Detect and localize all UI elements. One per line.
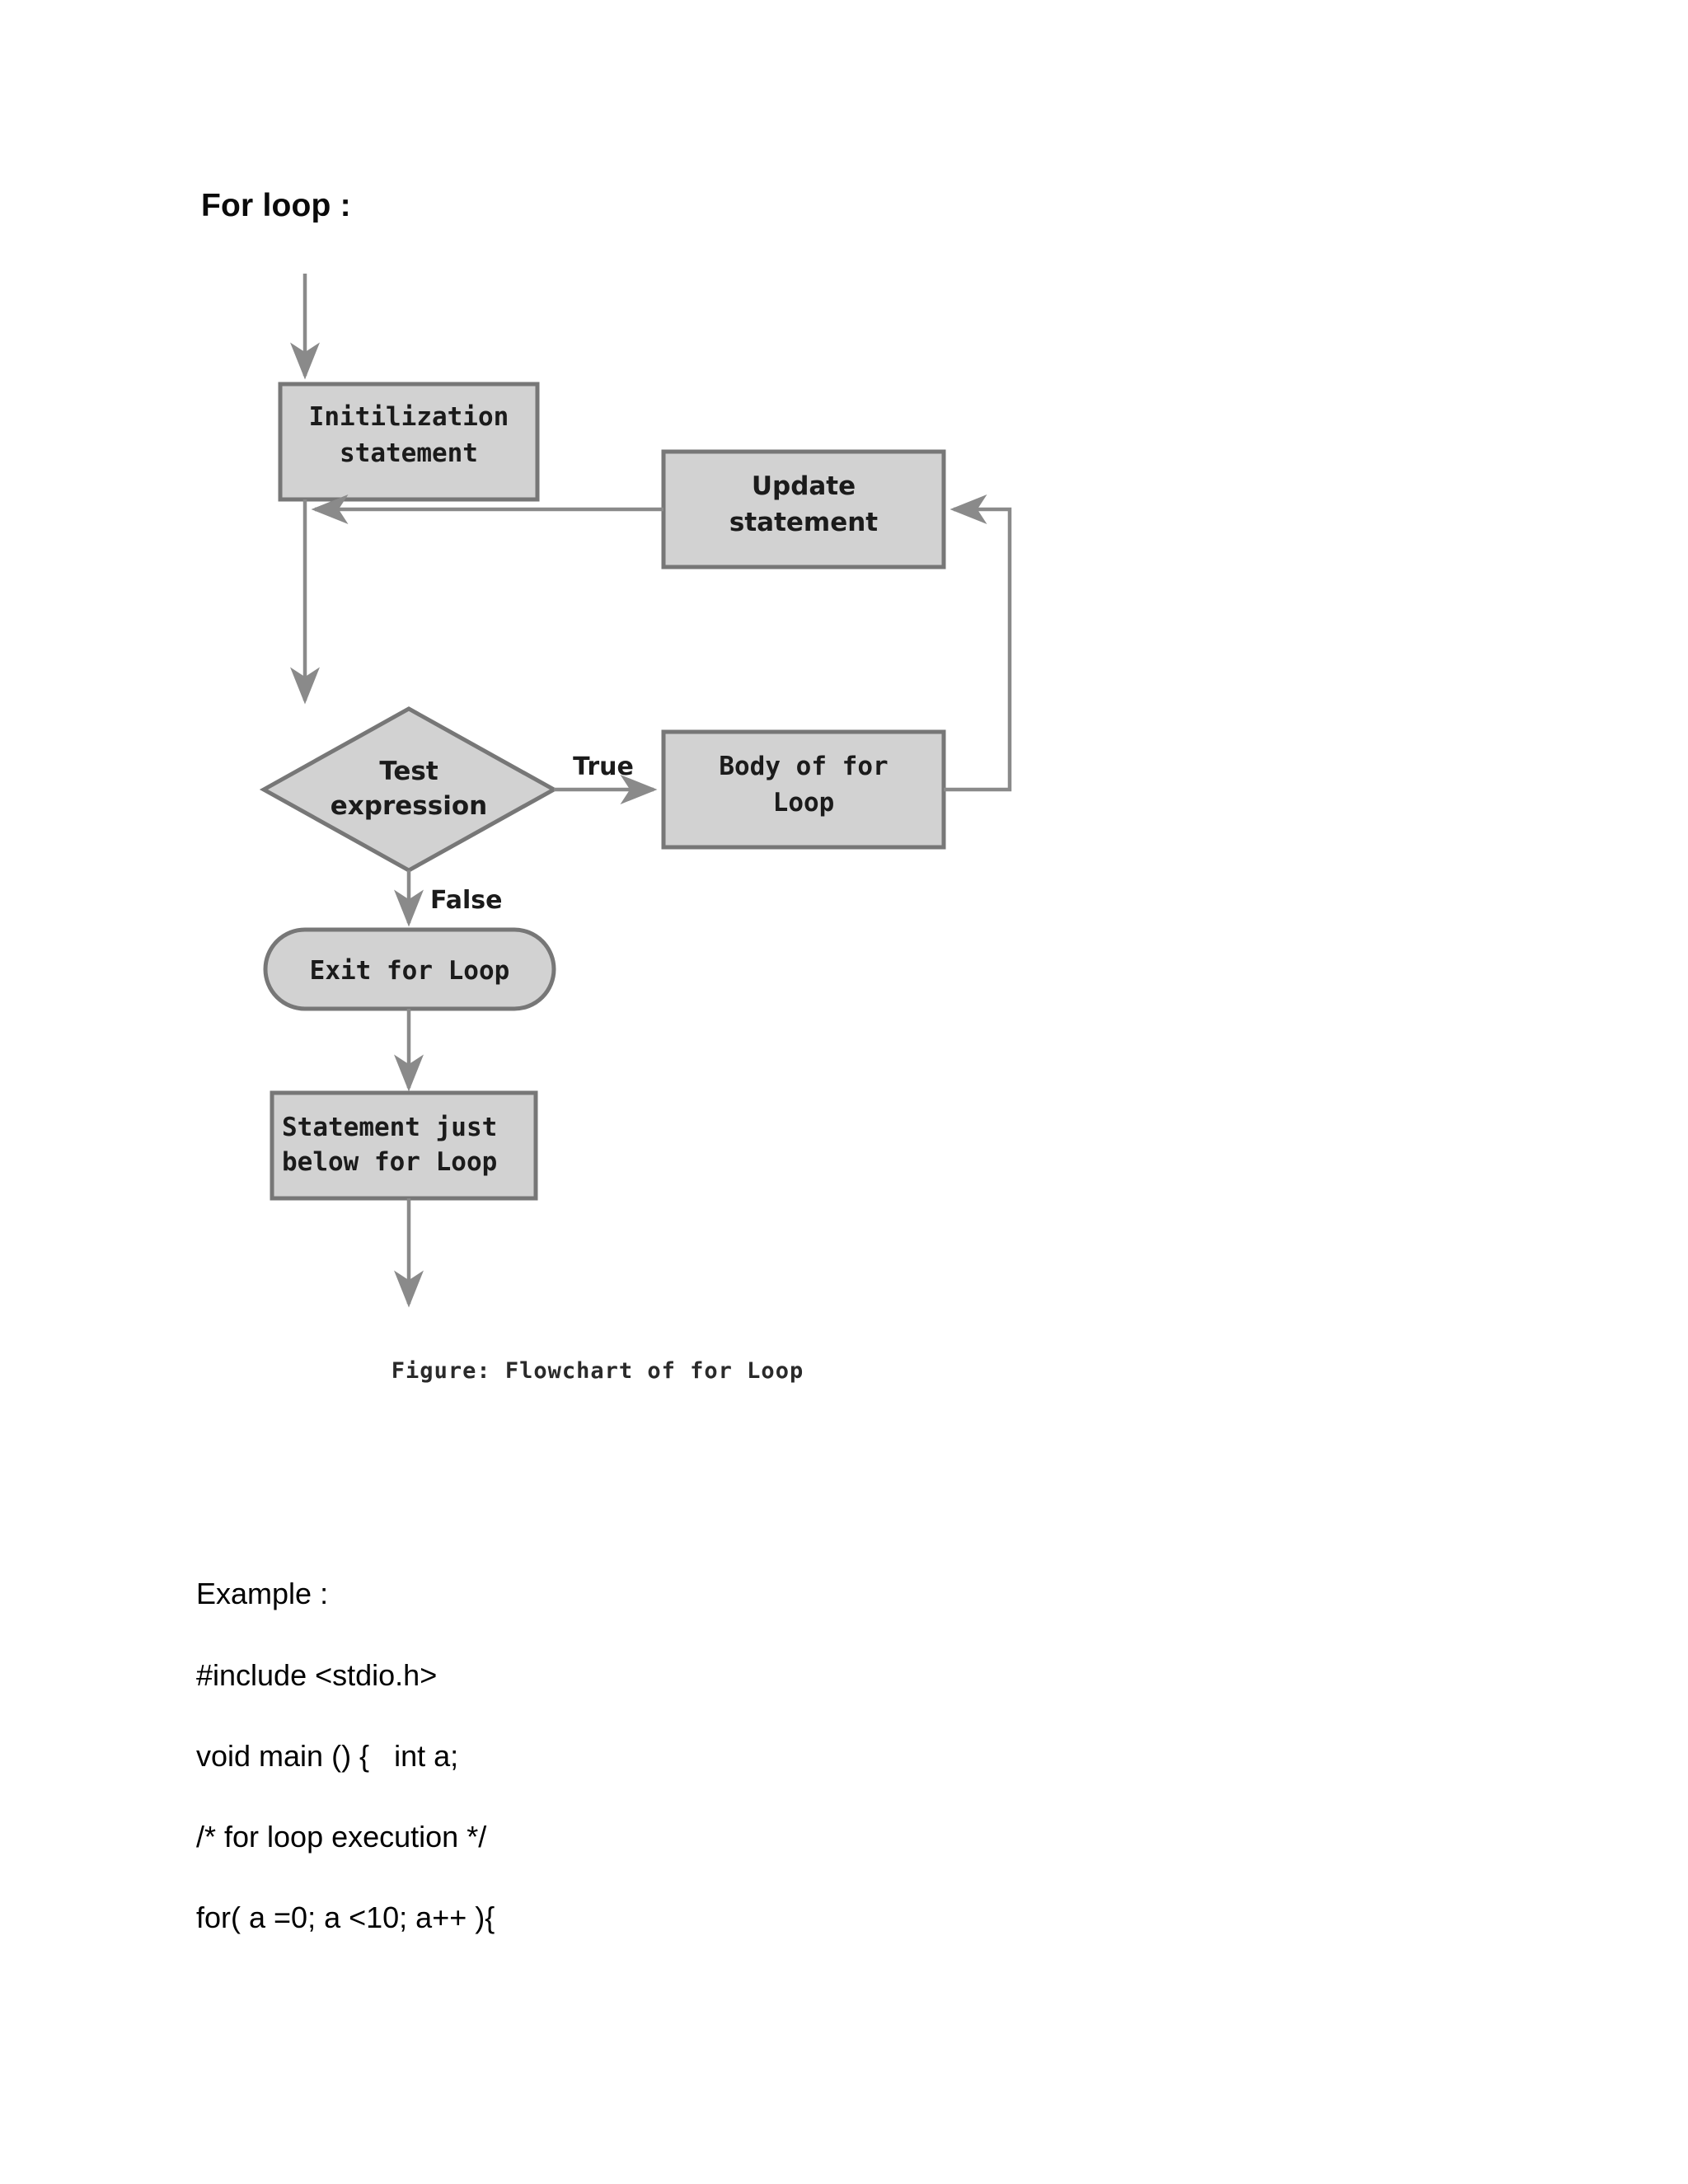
node-body-line2: Loop bbox=[773, 788, 835, 818]
node-body-line1: Body of for bbox=[719, 752, 888, 781]
edge-label-true: True bbox=[573, 752, 634, 781]
body-line-comment: /* for loop execution */ bbox=[196, 1820, 487, 1854]
node-after-line1: Statement just bbox=[282, 1113, 497, 1142]
node-exit-line1: Exit for Loop bbox=[310, 956, 510, 986]
node-statement-below-for-loop bbox=[270, 1090, 538, 1201]
flowchart-svg: Initilization statement Update statement… bbox=[259, 274, 1012, 1384]
node-test-line2: expression bbox=[331, 791, 487, 821]
node-update-line2: statement bbox=[729, 508, 878, 537]
page-title: For loop : bbox=[201, 188, 351, 223]
node-update-statement bbox=[661, 449, 946, 569]
body-line-for: for( a =0; a <10; a++ ){ bbox=[196, 1900, 495, 1934]
body-line-example: Example : bbox=[196, 1577, 329, 1610]
node-initilization-line1: Initilization bbox=[309, 402, 509, 432]
body-line-include: #include <stdio.h> bbox=[196, 1658, 438, 1692]
body-line-void-main: void main () { int a; bbox=[196, 1739, 459, 1773]
flowchart-figure: Initilization statement Update statement… bbox=[214, 264, 1055, 1418]
node-initilization-line2: statement bbox=[340, 438, 478, 468]
node-body-of-for-loop bbox=[661, 729, 946, 850]
node-test-line1: Test bbox=[379, 757, 438, 786]
node-test-expression bbox=[259, 706, 559, 873]
node-after-line2: below for Loop bbox=[282, 1147, 497, 1177]
edge-body-to-update bbox=[944, 494, 1012, 792]
edge-label-false: False bbox=[430, 886, 502, 915]
node-initilization-statement bbox=[278, 382, 540, 502]
figure-caption: Figure: Flowchart of for Loop bbox=[392, 1358, 804, 1384]
node-update-line1: Update bbox=[752, 471, 856, 501]
